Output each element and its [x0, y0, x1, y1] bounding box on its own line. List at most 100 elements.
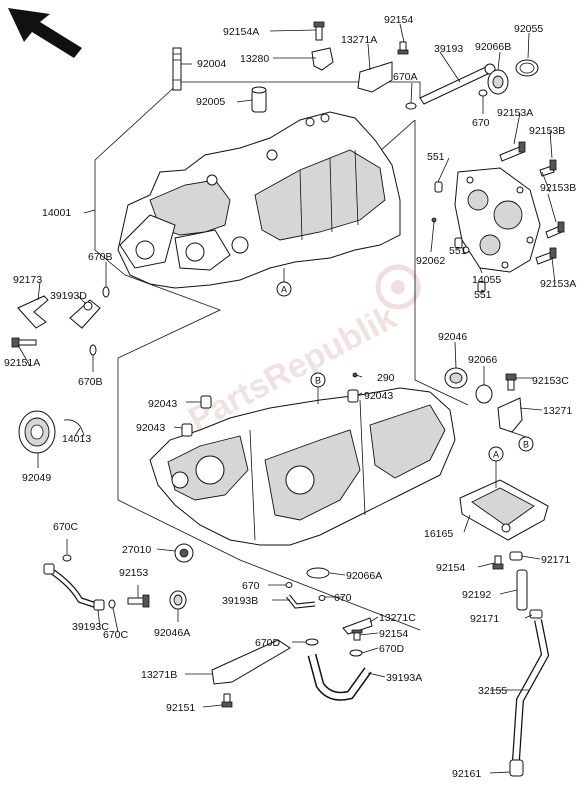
- label-551-a: 551: [427, 151, 445, 163]
- seal-92049: [18, 410, 56, 454]
- bolt-92154-low: [351, 629, 363, 641]
- bracket-92173: [17, 295, 49, 329]
- label-670C-2: 670C: [103, 629, 129, 641]
- cap-92066A: [306, 567, 330, 579]
- cap-92066: [475, 384, 493, 404]
- bearing-92046A: [169, 590, 187, 610]
- label-27010: 27010: [122, 544, 151, 556]
- label-92046A: 92046A: [154, 627, 190, 639]
- label-14013: 14013: [62, 433, 91, 445]
- plug-92062: [431, 217, 437, 223]
- oring-670: [478, 89, 488, 97]
- shaft-39193: [419, 63, 496, 105]
- bolt-92153-low: [127, 594, 150, 608]
- plate-13271B: [211, 639, 291, 685]
- label-13271A: 13271A: [341, 34, 377, 46]
- label-670B-2: 670B: [78, 376, 103, 388]
- label-92151A: 92151A: [4, 357, 40, 369]
- label-92154-pan: 92154: [436, 562, 465, 574]
- part-labels: 92154A 92154 92055 13271A 39193 92066B 1…: [4, 14, 576, 780]
- label-14055: 14055: [472, 274, 501, 286]
- label-92154: 92154: [384, 14, 413, 26]
- bolt-92153B-mid: [545, 221, 565, 239]
- label-670A: 670A: [393, 71, 418, 83]
- dowel-92043-a: [200, 395, 212, 409]
- plate-13271A: [357, 41, 409, 93]
- label-551-b: 551: [449, 245, 467, 257]
- oring-92055: [515, 59, 539, 77]
- watermark-gear-icon: [375, 264, 421, 310]
- plate-13271C: [342, 617, 373, 635]
- cap-92161: [509, 759, 524, 777]
- oring-670A: [405, 102, 417, 110]
- label-92062: 92062: [416, 255, 445, 267]
- callout-a-upper-label: A: [281, 285, 287, 295]
- callout-b-plate: B: [511, 431, 534, 452]
- label-92154-low: 92154: [379, 628, 408, 640]
- fitting-92171-a: [509, 551, 523, 561]
- bearing-92046: [444, 367, 468, 389]
- label-92153B-2: 92153B: [540, 182, 576, 194]
- label-92043-b: 92043: [136, 422, 165, 434]
- label-32155: 32155: [478, 685, 507, 697]
- lower-crankcase: [149, 387, 456, 546]
- label-670D-2: 670D: [379, 643, 405, 655]
- bracket-13280: [311, 21, 334, 71]
- fitting-39193D: [69, 299, 101, 329]
- bolt-92153B-top: [539, 159, 557, 177]
- label-39193C: 39193C: [72, 621, 109, 633]
- oring-670-low-a: [285, 582, 293, 588]
- label-290: 290: [377, 372, 395, 384]
- dowel-92043-c: [347, 389, 359, 403]
- pipe-39193B: [286, 594, 316, 609]
- label-92153C: 92153C: [532, 375, 569, 387]
- label-92004: 92004: [197, 58, 226, 70]
- oring-670B-top: [102, 286, 110, 298]
- label-92046: 92046: [438, 331, 467, 343]
- part-27010: [174, 543, 194, 563]
- oring-670D-a: [305, 638, 319, 646]
- stud-92004: [172, 47, 182, 91]
- label-92049: 92049: [22, 472, 51, 484]
- label-92153B: 92153B: [529, 125, 565, 137]
- oring-670D-b: [349, 649, 363, 657]
- label-670-a: 670: [242, 580, 260, 592]
- label-92151: 92151: [166, 702, 195, 714]
- label-92066: 92066: [468, 354, 497, 366]
- label-92171: 92171: [541, 554, 570, 566]
- bolt-92151: [221, 693, 233, 708]
- hose-92192: [516, 569, 528, 611]
- dowel-551-c: [477, 281, 486, 293]
- label-670D: 670D: [255, 637, 281, 649]
- clip-14013: [63, 419, 85, 437]
- label-92153A-2: 92153A: [540, 278, 576, 290]
- dowel-551-b: [454, 237, 463, 249]
- label-670: 670: [472, 117, 490, 129]
- bolt-92153A-low: [535, 247, 557, 265]
- label-92043-c: 92043: [364, 390, 393, 402]
- bolt-92154-pan: [492, 555, 504, 570]
- label-39193: 39193: [434, 43, 463, 55]
- label-551-c: 551: [474, 289, 492, 301]
- front-direction-arrow-icon: [8, 8, 82, 58]
- label-92055: 92055: [514, 23, 543, 35]
- label-92066A: 92066A: [346, 570, 382, 582]
- label-39193A: 39193A: [386, 672, 422, 684]
- label-92161: 92161: [452, 768, 481, 780]
- callout-a-upper: A: [276, 268, 292, 297]
- cap-92066B: [487, 69, 509, 95]
- dowel-551-a: [434, 181, 443, 193]
- label-92192: 92192: [462, 589, 491, 601]
- label-92153A: 92153A: [497, 107, 533, 119]
- upper-crankcase: [117, 111, 401, 289]
- label-92043-a: 92043: [148, 398, 177, 410]
- oring-670C-a: [62, 554, 72, 562]
- label-670B: 670B: [88, 251, 113, 263]
- label-13271C: 13271C: [379, 612, 416, 624]
- bolt-92153C: [505, 373, 517, 391]
- pipe-39193C: [43, 563, 105, 611]
- callout-b-lower: B: [310, 372, 326, 404]
- bolt-92153A-top: [499, 141, 526, 162]
- label-92066B: 92066B: [475, 41, 511, 53]
- callout-a-pan-label: A: [493, 450, 499, 460]
